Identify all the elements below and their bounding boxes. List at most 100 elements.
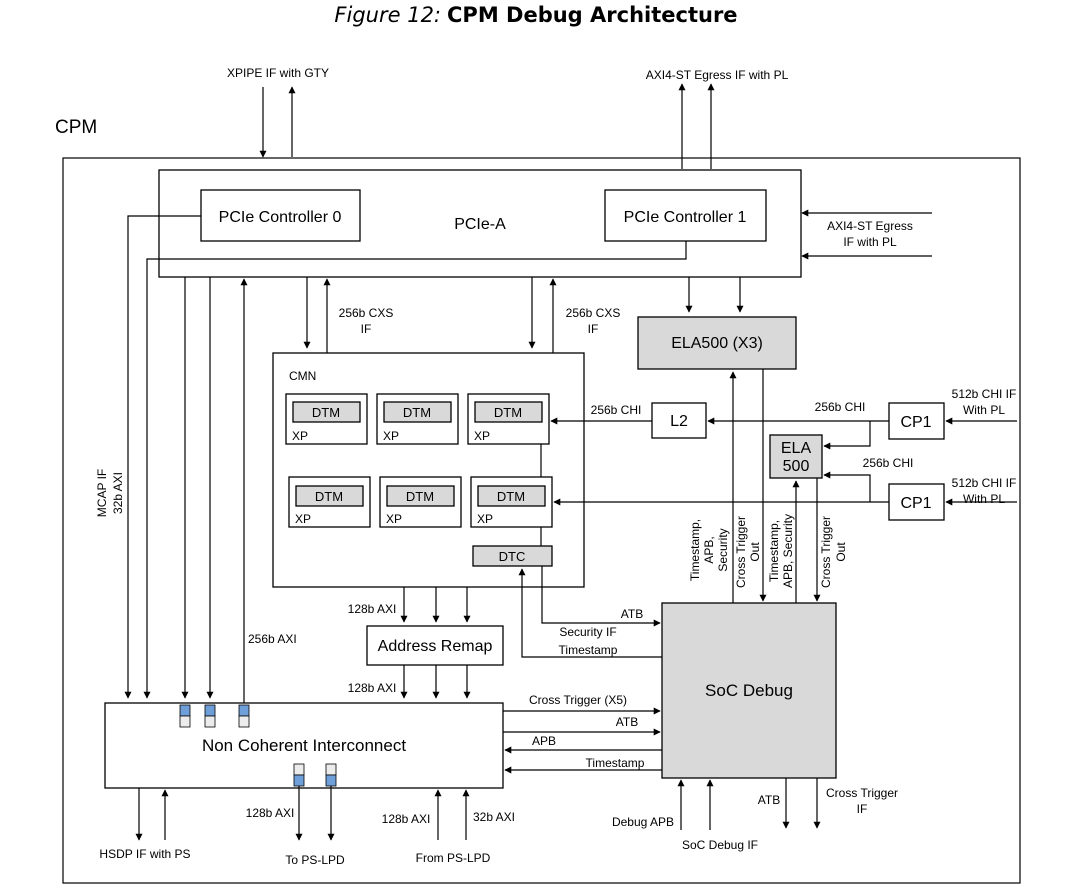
pcie1-mcap-line [143, 241, 687, 699]
v-cross-trigger-label-1: Cross Trigger [734, 516, 748, 588]
axi-128b-from-label: 128b AXI [382, 812, 431, 826]
xp-label: XP [474, 429, 490, 443]
pcie-controller-1 [604, 189, 767, 242]
soc-debug-block [661, 602, 837, 779]
dtm-unit [295, 485, 364, 507]
dtm-label: DTM [312, 405, 340, 420]
soc-dtc-arrow [518, 568, 662, 658]
address-remap-block [366, 625, 504, 666]
dtc-label: DTC [499, 549, 526, 564]
address-remap-label: Address Remap [378, 638, 493, 655]
nci-port [204, 704, 216, 728]
dtc-atb-arrow [541, 566, 661, 627]
ela500-x3-block [637, 316, 797, 370]
dtm-unit [477, 485, 546, 507]
axi-256b-label: 256b AXI [248, 632, 297, 646]
chi-256b-ela-label: 256b CHI [863, 456, 914, 470]
cross-trigger-if-label-1: Cross Trigger [826, 786, 898, 800]
debug-apb-label: Debug APB [612, 815, 674, 829]
hsdp-if-label: HSDP IF with PS [99, 847, 190, 861]
pcie-controller-0-label: PCIe Controller 0 [219, 209, 342, 226]
cp1-top-block [888, 402, 945, 440]
v-cross-trigger-label-2: Cross Trigger [819, 516, 833, 588]
nci-label: Non Coherent Interconnect [202, 736, 406, 755]
axi-128b-mid-label: 128b AXI [348, 681, 397, 695]
cpm-label: CPM [55, 117, 97, 138]
chi-512b-top-label-2: With PL [963, 403, 1005, 417]
pcie-controller-1-label: PCIe Controller 1 [624, 209, 747, 226]
cp1-top-label: CP1 [900, 414, 931, 431]
pcie-a-label: PCIe-A [454, 216, 506, 233]
atb-dtc-label: ATB [621, 607, 643, 621]
chi-512b-top-label-1: 512b CHI IF [952, 387, 1017, 401]
cp1-bottom-ela-tap [823, 471, 871, 502]
dtm-label: DTM [494, 405, 522, 420]
to-ps-lpd-label: To PS-LPD [285, 853, 345, 867]
v-timestamp-label: Timestamp, [688, 519, 702, 581]
xp-label: XP [292, 429, 308, 443]
timestamp-dtc-label: Timestamp [559, 643, 618, 657]
figure-caption: Figure 12:CPM Debug Architecture [334, 3, 737, 27]
chi-256b-l2-label: 256b CHI [591, 403, 642, 417]
xp-label: XP [295, 512, 311, 526]
dtm-unit [386, 485, 455, 507]
cp1-bottom-label: CP1 [900, 495, 931, 512]
v-timestamp-label-2: Timestamp, [767, 520, 781, 582]
xp-node: DTM XP [467, 393, 550, 445]
cross-trigger-x5-label: Cross Trigger (X5) [529, 693, 627, 707]
cxs-256b-label-1: 256b CXS [339, 306, 394, 320]
l2-label: L2 [670, 413, 688, 430]
soc-debug-label: SoC Debug [705, 681, 793, 700]
chi-512b-bottom-label-1: 512b CHI IF [952, 476, 1017, 490]
security-if-label: Security IF [559, 625, 616, 639]
dtc-block [472, 545, 553, 567]
dtm-label: DTM [403, 405, 431, 420]
atb-nci-label: ATB [616, 715, 638, 729]
nci-port [179, 704, 191, 728]
xp-node: DTM XP [285, 393, 368, 445]
axi4-st-egress-right-label-2: IF with PL [843, 235, 897, 249]
xp-node: DTM XP [379, 476, 462, 528]
nci-port [238, 704, 250, 728]
axi-32b-left-label: 32b AXI [111, 472, 125, 514]
dtm-unit [292, 401, 361, 423]
dtm-label: DTM [406, 489, 434, 504]
nci-port [325, 763, 337, 787]
pcie0-mcap-line [124, 215, 201, 699]
cxs-if-label-1: IF [361, 322, 372, 336]
nci-port [293, 763, 305, 787]
from-ps-lpd-label: From PS-LPD [416, 851, 491, 865]
chi-256b-cp1-label: 256b CHI [815, 400, 866, 414]
ela500-label-2: 500 [783, 458, 810, 475]
cross-trigger-if-label-2: IF [857, 802, 868, 816]
dtm-unit [383, 401, 452, 423]
cmn-label: CMN [289, 369, 316, 383]
xpipe-if-label: XPIPE IF with GTY [227, 66, 329, 80]
mcap-if-label: MCAP IF [95, 469, 109, 517]
cxs-256b-label-2: 256b CXS [566, 306, 621, 320]
atb-soc-label: ATB [758, 793, 780, 807]
axi-32b-bottom-label: 32b AXI [473, 810, 515, 824]
dtm-label: DTM [315, 489, 343, 504]
cp1-top-ela-tap [823, 421, 871, 450]
ela500-block [769, 434, 823, 479]
xp-label: XP [477, 512, 493, 526]
v-out-label-2: Out [834, 542, 848, 562]
axi4-st-egress-right-label-1: AXI4-ST Egress [827, 219, 913, 233]
xp-label: XP [386, 512, 402, 526]
timestamp-nci-label: Timestamp [586, 756, 645, 770]
axi4-st-egress-top-label: AXI4-ST Egress IF with PL [646, 68, 789, 82]
soc-debug-if-label: SoC Debug IF [682, 838, 758, 852]
ela500-x3-label: ELA500 (X3) [671, 335, 763, 352]
apb-nci-label: APB [532, 734, 556, 748]
cpm-boundary [62, 157, 1021, 884]
v-security-label: Security [716, 528, 730, 571]
v-apb-security-label-2: APB, Security [781, 514, 795, 588]
ela500-label-1: ELA [781, 440, 812, 457]
l2-block [651, 402, 707, 439]
v-apb-label: APB, [702, 536, 716, 563]
xp-node: DTM XP [288, 476, 371, 528]
